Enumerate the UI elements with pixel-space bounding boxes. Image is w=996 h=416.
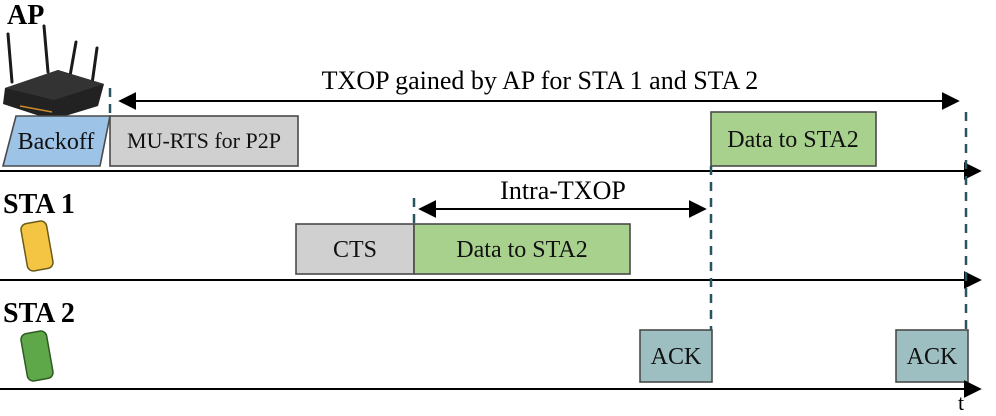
sta1-data-label: Data to STA2 xyxy=(456,237,587,263)
ack-box-1 xyxy=(639,329,713,383)
ap-label: AP xyxy=(7,0,44,31)
mu-rts-box xyxy=(109,115,299,167)
phone-icon xyxy=(20,330,54,382)
cts-box xyxy=(295,223,415,275)
time-axis-label: t xyxy=(958,390,964,415)
sta1-label: STA 1 xyxy=(3,189,75,220)
backoff-box xyxy=(1,115,111,167)
ack-label-1: ACK xyxy=(651,344,702,370)
ack-box-2 xyxy=(895,329,969,383)
router-icon xyxy=(3,24,104,120)
cts-label: CTS xyxy=(333,237,377,263)
sta2-label: STA 2 xyxy=(3,298,75,329)
sta1-data-box xyxy=(413,223,631,275)
backoff-label: Backoff xyxy=(18,129,95,155)
intra-txop-label: Intra-TXOP xyxy=(500,176,626,205)
ap-data-box xyxy=(710,111,877,167)
mu-rts-label: MU-RTS for P2P xyxy=(127,128,281,153)
phone-icon xyxy=(20,220,54,272)
txop-span-label: TXOP gained by AP for STA 1 and STA 2 xyxy=(322,66,759,95)
ack-label-2: ACK xyxy=(907,344,958,370)
ap-data-label: Data to STA2 xyxy=(727,127,858,153)
